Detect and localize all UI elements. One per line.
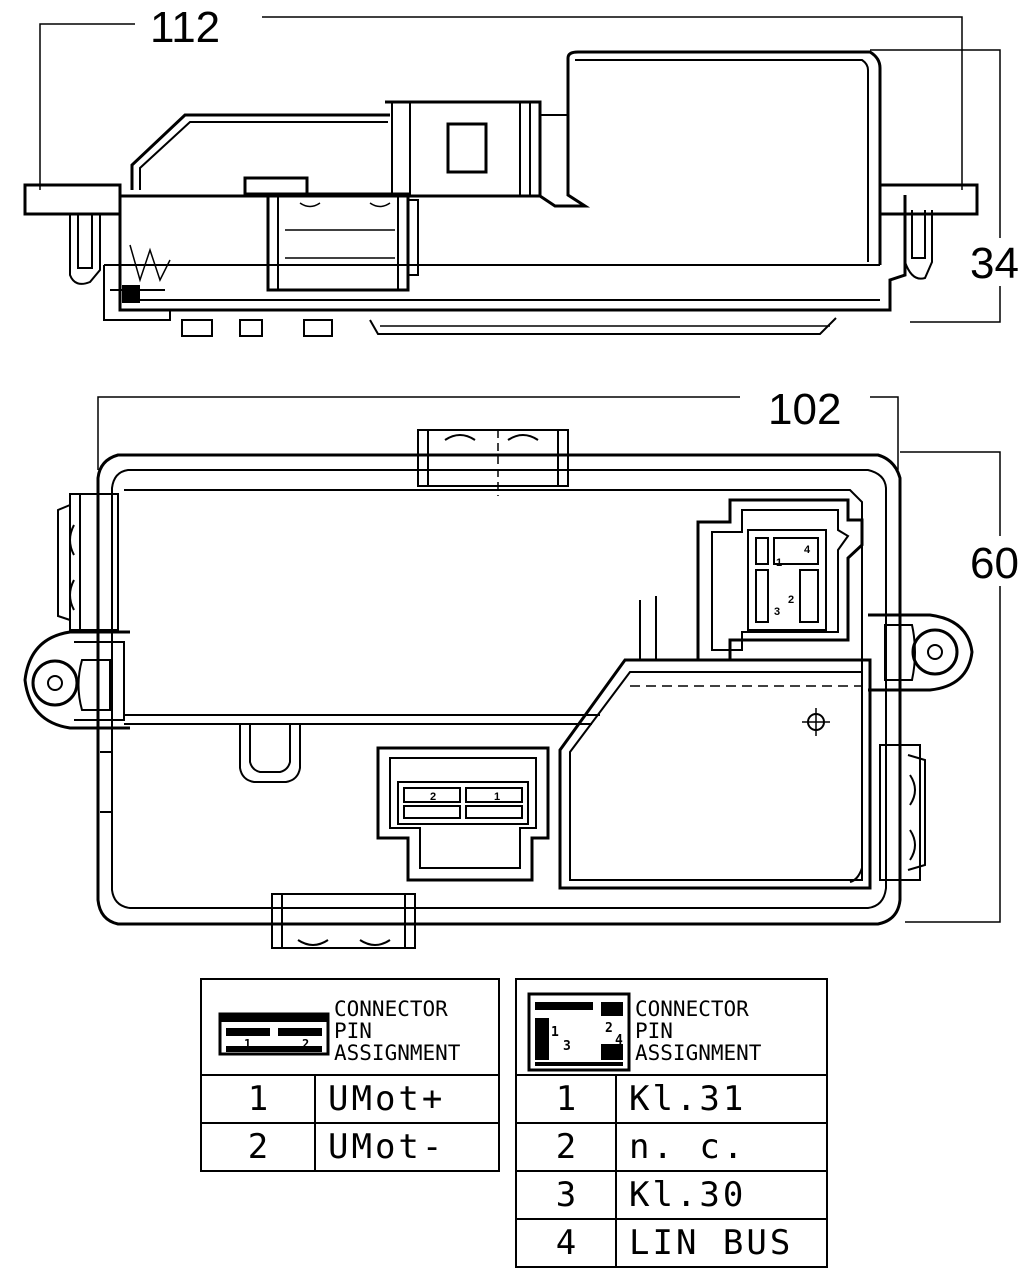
pin-signal: UMot+ bbox=[314, 1074, 500, 1124]
table-row: 4 LIN BUS bbox=[515, 1218, 828, 1268]
lin-pin-label-2: 2 bbox=[788, 594, 794, 606]
motor-pin-label-1: 1 bbox=[494, 791, 500, 803]
motor-connector-icon: 1 2 bbox=[218, 1012, 330, 1056]
pin-signal: n. c. bbox=[615, 1122, 828, 1172]
caption-line: PIN bbox=[334, 1019, 372, 1043]
pin-number: 2 bbox=[200, 1122, 316, 1172]
caption-line: PIN bbox=[635, 1019, 673, 1043]
dimension-34: 34 bbox=[870, 49, 1028, 323]
plan-view: 102 60 bbox=[23, 385, 1028, 949]
motor-icon-pin-2: 2 bbox=[302, 1037, 309, 1051]
lin-icon-pin-2: 2 bbox=[605, 1021, 613, 1036]
lin-connector-icon: 1 2 3 4 bbox=[527, 992, 631, 1072]
caption-line: ASSIGNMENT bbox=[334, 1041, 461, 1065]
table-row: 2 n. c. bbox=[515, 1122, 828, 1172]
pin-signal: Kl.31 bbox=[615, 1074, 828, 1124]
pin-number: 4 bbox=[515, 1218, 617, 1268]
side-view: 112 34 bbox=[23, 3, 1028, 337]
pin-signal: UMot- bbox=[314, 1122, 500, 1172]
dimension-112: 112 bbox=[39, 3, 963, 190]
caption-line: CONNECTOR bbox=[635, 997, 749, 1021]
motor-connector-caption: CONNECTOR PIN ASSIGNMENT bbox=[334, 998, 460, 1064]
motor-pin-label-2: 2 bbox=[430, 791, 436, 803]
dimension-60-label: 60 bbox=[970, 539, 1019, 588]
motor-connector-header: 1 2 CONNECTOR PIN ASSIGNMENT bbox=[200, 978, 500, 1076]
lin-connector-pin-table: 1 2 3 4 CONNECTOR PIN ASSIGNMENT 1 Kl.31… bbox=[515, 978, 828, 1268]
lin-icon-pin-1: 1 bbox=[551, 1025, 559, 1040]
motor-connector-drawing: 2 1 bbox=[376, 746, 550, 882]
pin-signal: Kl.30 bbox=[615, 1170, 828, 1220]
lin-pin-label-1: 1 bbox=[776, 557, 782, 569]
dimension-102: 102 bbox=[97, 385, 899, 470]
table-row: 1 Kl.31 bbox=[515, 1074, 828, 1124]
table-row: 1 UMot+ bbox=[200, 1074, 500, 1124]
lin-connector-caption: CONNECTOR PIN ASSIGNMENT bbox=[635, 998, 761, 1064]
pin-number: 1 bbox=[200, 1074, 316, 1124]
caption-line: ASSIGNMENT bbox=[635, 1041, 762, 1065]
lin-pin-label-4: 4 bbox=[804, 544, 811, 556]
pin-signal: LIN BUS bbox=[615, 1218, 828, 1268]
dimension-102-label: 102 bbox=[768, 385, 841, 434]
dimension-34-label: 34 bbox=[970, 239, 1019, 288]
table-row: 2 UMot- bbox=[200, 1122, 500, 1172]
lin-icon-pin-3: 3 bbox=[563, 1039, 571, 1054]
lin-icon-pin-4: 4 bbox=[615, 1033, 623, 1048]
lin-pin-label-3: 3 bbox=[774, 606, 780, 618]
pin-number: 2 bbox=[515, 1122, 617, 1172]
caption-line: CONNECTOR bbox=[334, 997, 448, 1021]
lin-connector-drawing: 4 1 2 3 bbox=[696, 498, 864, 662]
lin-connector-header: 1 2 3 4 CONNECTOR PIN ASSIGNMENT bbox=[515, 978, 828, 1076]
motor-connector-pin-table: 1 2 CONNECTOR PIN ASSIGNMENT 1 UMot+ 2 U… bbox=[200, 978, 500, 1172]
table-row: 3 Kl.30 bbox=[515, 1170, 828, 1220]
pin-number: 1 bbox=[515, 1074, 617, 1124]
pin-number: 3 bbox=[515, 1170, 617, 1220]
dimension-112-label: 112 bbox=[150, 3, 220, 52]
dimension-60: 60 bbox=[900, 451, 1028, 923]
motor-icon-pin-1: 1 bbox=[244, 1037, 251, 1051]
